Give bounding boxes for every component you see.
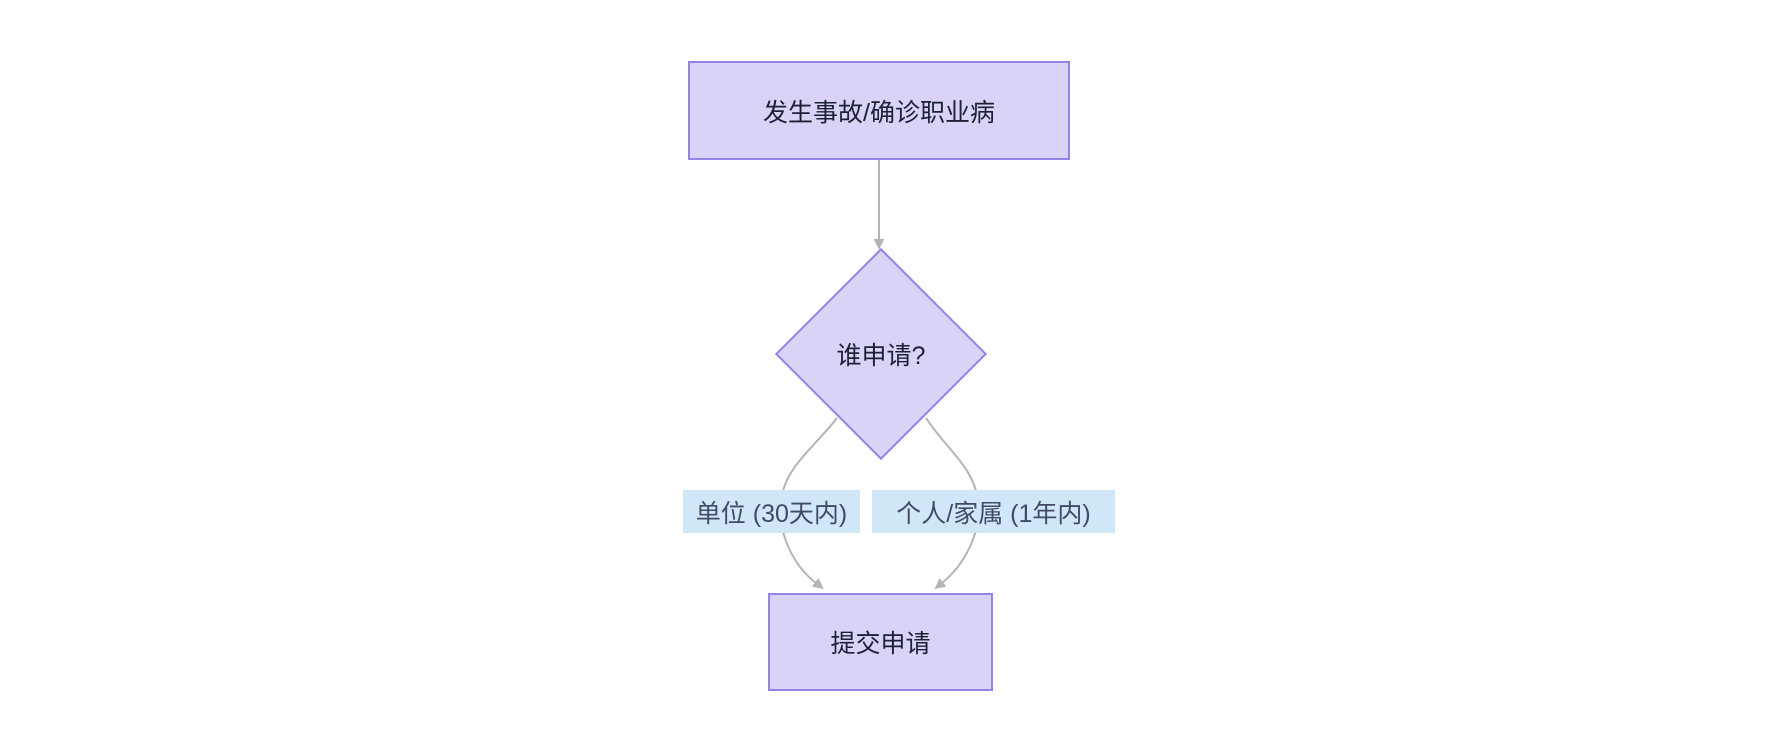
edge-label-family-text: 个人/家属 (1年内) <box>896 499 1091 528</box>
start-node-label: 发生事故/确诊职业病 <box>763 98 995 127</box>
edge-label-unit: 单位 (30天内) <box>683 490 860 533</box>
edge-label-unit-text: 单位 (30天内) <box>695 499 848 528</box>
decision-node-label: 谁申请? <box>836 342 926 370</box>
decision-node: 谁申请? <box>781 329 981 379</box>
submit-node: 提交申请 <box>768 593 993 691</box>
submit-node-label: 提交申请 <box>830 630 931 658</box>
start-node: 发生事故/确诊职业病 <box>688 61 1070 160</box>
edge-label-family: 个人/家属 (1年内) <box>872 490 1115 533</box>
